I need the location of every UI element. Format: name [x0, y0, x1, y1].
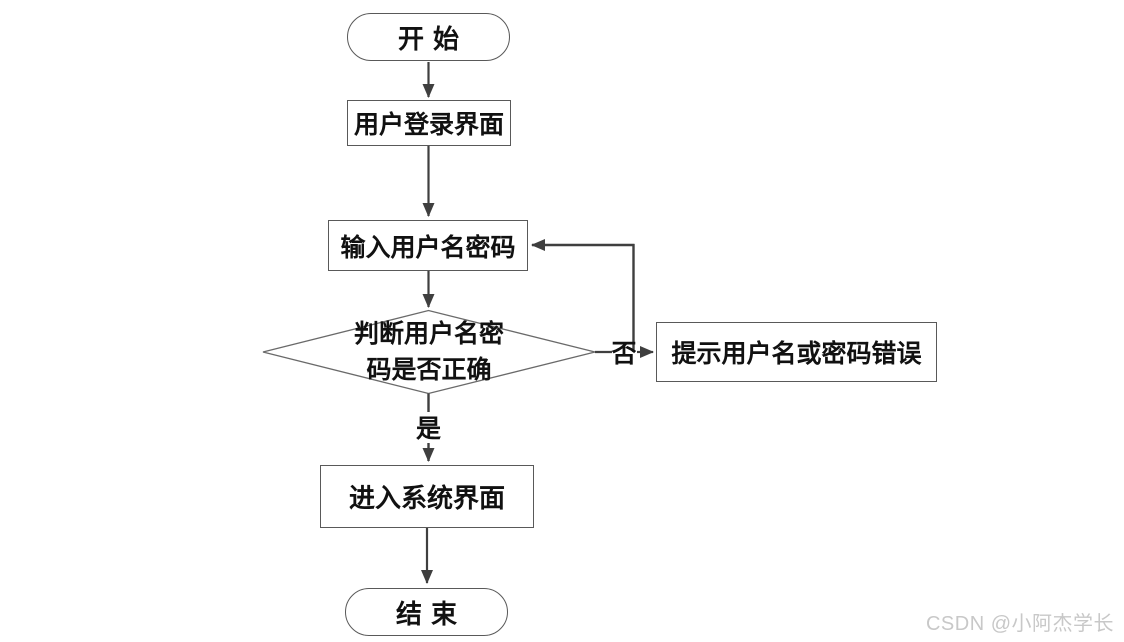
decision-label-line1: 判断用户名密	[353, 319, 504, 348]
decision-label-line2: 码是否正确	[366, 355, 492, 384]
node-input-label: 输入用户名密码	[340, 232, 516, 262]
node-decision-check-credentials: 判断用户名密 码是否正确	[320, 316, 538, 388]
csdn-watermark: CSDN @小阿杰学长	[925, 613, 1114, 635]
node-enter-system: 进入系统界面	[320, 465, 534, 528]
node-enter-label: 进入系统界面	[348, 484, 505, 514]
node-start-label: 开始	[397, 24, 468, 55]
node-end: 结束	[345, 588, 508, 636]
node-start: 开始	[347, 13, 510, 61]
node-error-label: 提示用户名或密码错误	[671, 339, 922, 368]
node-end-label: 结束	[395, 599, 466, 630]
node-login-screen: 用户登录界面	[347, 100, 511, 146]
node-error-prompt: 提示用户名或密码错误	[656, 322, 937, 382]
edge-label-no: 否	[611, 338, 637, 368]
node-login-label: 用户登录界面	[353, 110, 504, 139]
edge-label-yes: 是	[413, 413, 444, 443]
node-input-credentials: 输入用户名密码	[328, 220, 528, 271]
